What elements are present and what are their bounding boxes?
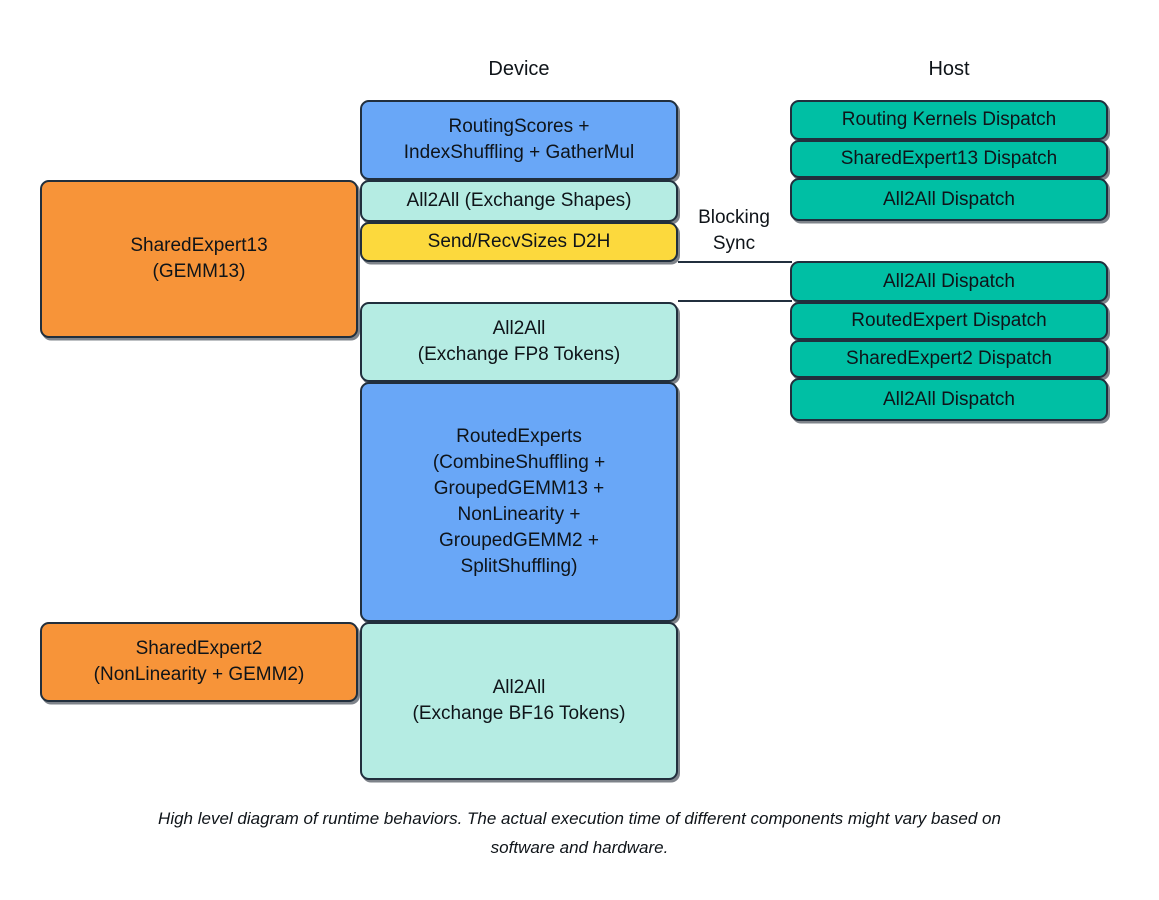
shared-expert2-dispatch-box: SharedExpert2 Dispatch [790,340,1108,378]
all2all-dispatch-box-3: All2All Dispatch [790,378,1108,421]
all2all-bf16-tokens-box: All2All (Exchange BF16 Tokens) [360,622,678,780]
routed-expert-dispatch-box: RoutedExpert Dispatch [790,302,1108,340]
shared-expert13-dispatch-box: SharedExpert13 Dispatch [790,140,1108,178]
all2all-dispatch-box-2: All2All Dispatch [790,261,1108,302]
routed-experts-box: RoutedExperts (CombineShuffling + Groupe… [360,382,678,622]
routing-scores-box: RoutingScores + IndexShuffling + GatherM… [360,100,678,180]
all2all-dispatch-box-1: All2All Dispatch [790,178,1108,221]
routing-kernels-dispatch-box: Routing Kernels Dispatch [790,100,1108,140]
send-recv-sizes-d2h-box: Send/RecvSizes D2H [360,222,678,262]
diagram-caption: High level diagram of runtime behaviors.… [158,809,1001,857]
host-column-header: Host [928,58,970,80]
connector-line-bottom [678,300,792,302]
all2all-exchange-shapes-box: All2All (Exchange Shapes) [360,180,678,222]
shared-expert2-box: SharedExpert2 (NonLinearity + GEMM2) [40,622,358,702]
shared-expert13-box: SharedExpert13 (GEMM13) [40,180,358,338]
device-column-header: Device [488,58,550,80]
blocking-sync-label: Blocking Sync [698,207,770,254]
all2all-fp8-tokens-box: All2All (Exchange FP8 Tokens) [360,302,678,382]
connector-line-top [678,261,792,263]
